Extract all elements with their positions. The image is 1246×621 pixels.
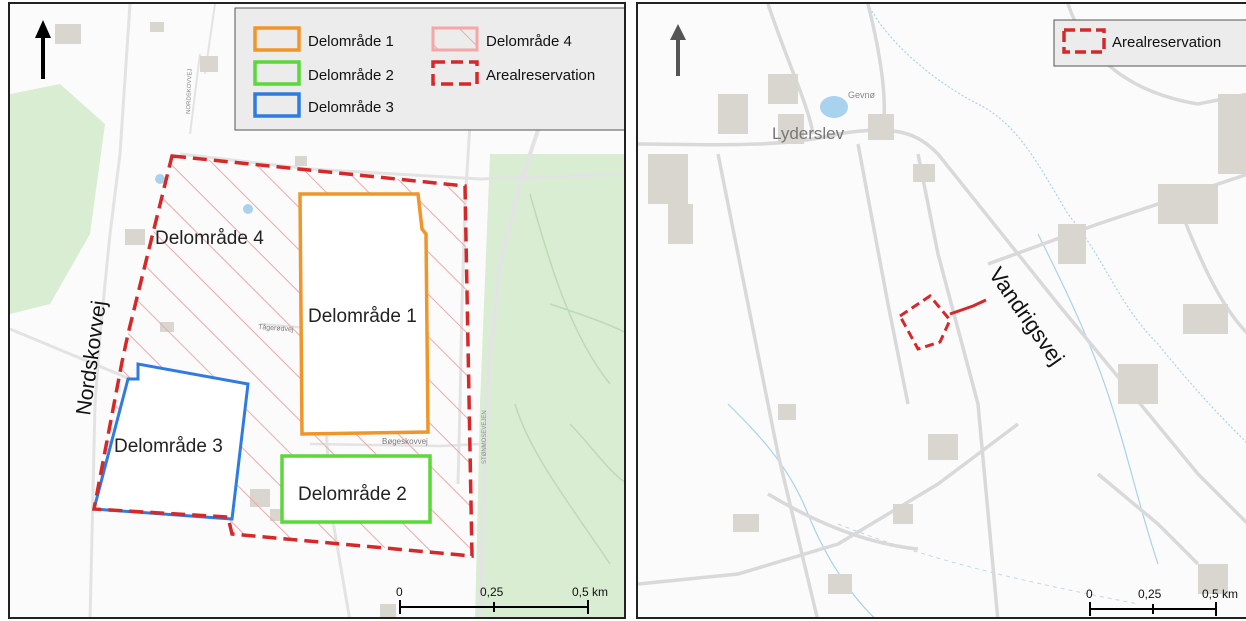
scalebar-tick-05: 0,5 km [1202,587,1238,601]
scalebar-tick-025: 0,25 [1138,587,1162,601]
left-scalebar: 0 0,25 0,5 km [396,585,608,614]
buildings [648,74,1246,594]
delomraade-2-outline [280,454,432,524]
legend-swatch-d4 [431,26,479,52]
right-scalebar: 0 0,25 0,5 km [1086,587,1238,616]
delomraade-1-outline [298,192,430,436]
right-map-canvas: Lyderslev Gevnø Vandrigsvej Arealreserva… [638,4,1246,617]
right-legend: Arealreservation [1053,19,1246,67]
legend-label-d1: Delområde 1 [308,33,394,50]
label-delomraade-1: Delområde 1 [308,306,417,327]
scalebar-tick-0: 0 [396,585,403,599]
stream [837,523,1139,605]
delomraade-1-fill [300,194,428,434]
label-delomraade-2: Delområde 2 [298,484,407,505]
north-arrow-icon [35,20,51,79]
arealreservation-connector [949,298,987,316]
road-label-stonmosevej: STØNMOSEVEJEN [482,410,488,464]
place-label-gevno: Gevnø [848,90,876,100]
road-label-tagerodvej: Tågerødvej [258,323,294,333]
legend-swatch-d1 [253,26,301,52]
road-label-bogeskovvej: Bøgeskovvej [382,437,428,446]
legend-label-d2: Delområde 2 [308,67,394,84]
legend-label-d4: Delområde 4 [486,33,572,50]
legend-label-d3: Delområde 3 [308,99,394,116]
road [179,152,624,181]
legend-swatch-reservation [1062,28,1106,54]
scalebar-tick-05: 0,5 km [572,585,608,599]
left-legend: Delområde 1 Delområde 2 Delområde 3 Delo… [234,7,624,131]
right-map-panel[interactable]: Lyderslev Gevnø Vandrigsvej Arealreserva… [636,2,1246,619]
place-label-lyderslev: Lyderslev [772,124,845,143]
label-delomraade-3: Delområde 3 [114,436,223,457]
delomraade-3-fill [94,364,248,519]
legend-swatch-reservation [431,60,479,86]
delomraade-2-fill [282,456,430,522]
arealreservation-outline [91,154,474,558]
north-arrow-icon [670,24,686,76]
road [88,4,132,617]
scalebar-tick-025: 0,25 [480,585,504,599]
label-delomraade-4: Delområde 4 [155,228,264,249]
left-map-panel[interactable]: Delområde 4 Delområde 1 Delområde 3 Delo… [8,2,626,619]
left-map-canvas: Delområde 4 Delområde 1 Delområde 3 Delo… [10,4,624,617]
road [478,123,542,617]
lake [820,96,848,118]
legend-swatch-d2 [253,60,301,86]
legend-label-reservation: Arealreservation [1112,34,1221,51]
road-label-nordskovvej-small: NORDSKOVVEJ [186,69,194,115]
forest-area [475,154,624,617]
legend-label-reservation: Arealreservation [486,67,595,84]
forest-area [10,84,105,314]
forest-track [514,193,624,565]
arealreservation-outline [898,294,952,351]
legend-swatch-d3 [253,92,301,118]
scalebar-tick-0: 0 [1086,587,1093,601]
